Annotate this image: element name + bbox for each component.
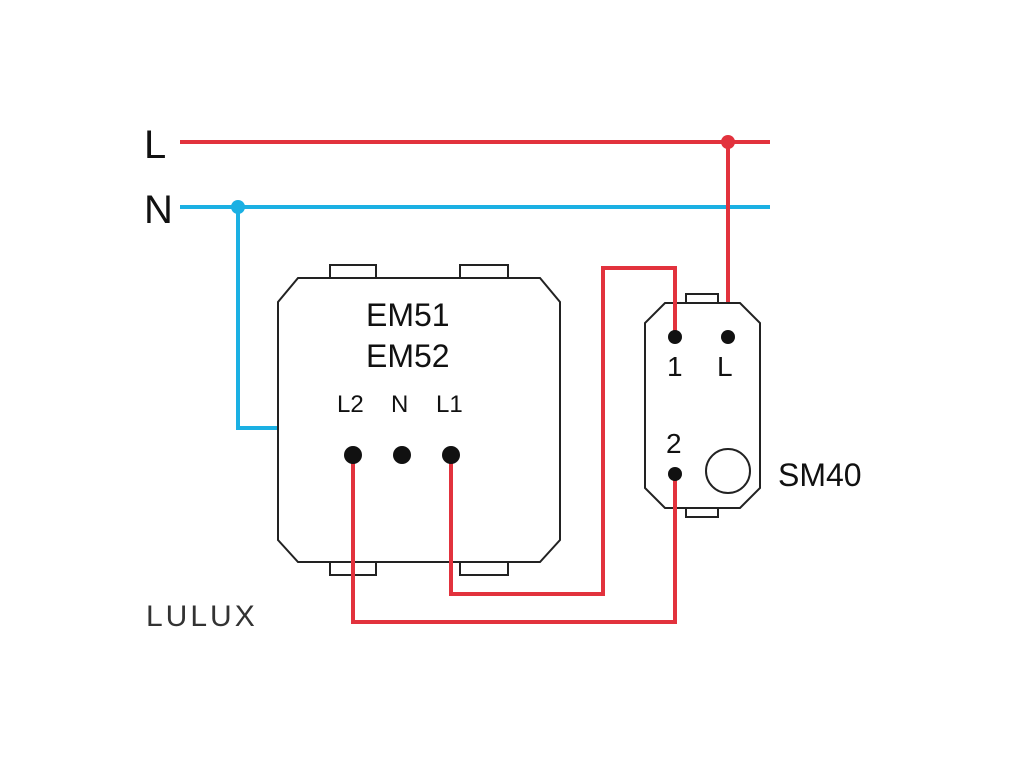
switch-terminal-2 (668, 467, 682, 481)
module-model-line1: EM51 (366, 297, 450, 333)
switch-terminal-label-2: 2 (666, 428, 682, 459)
neutral-bus-label: N (144, 188, 173, 232)
switch-clip-top (685, 293, 719, 304)
module-terminal-n (393, 446, 411, 464)
module-terminal-label-l1: L1 (436, 391, 463, 418)
switch-name-label: SM40 (778, 457, 862, 493)
switch-terminal-label-1: 1 (667, 351, 683, 382)
module-model-line2: EM52 (366, 338, 450, 374)
switch-clip-bottom (685, 507, 719, 518)
switch-box (644, 293, 761, 518)
l2-to-switch-2-wire (351, 455, 677, 624)
switch-button-circle (705, 448, 751, 494)
module-terminal-l1 (442, 446, 460, 464)
l1-to-switch-1-wire (449, 266, 677, 596)
module-terminal-label-l2: L2 (337, 391, 364, 418)
module-clip-top-left (329, 264, 377, 279)
module-clip-top-right (459, 264, 509, 279)
live-bus-label: L (144, 123, 166, 167)
switch-terminal-1 (668, 330, 682, 344)
switch-terminal-label-l: L (717, 351, 733, 382)
module-box (277, 264, 561, 576)
switch-terminal-l (721, 330, 735, 344)
module-clip-bottom-right (459, 561, 509, 576)
module-terminal-label-n: N (391, 391, 408, 418)
module-terminal-l2 (344, 446, 362, 464)
brand-logo-text: LULUX (146, 600, 258, 633)
